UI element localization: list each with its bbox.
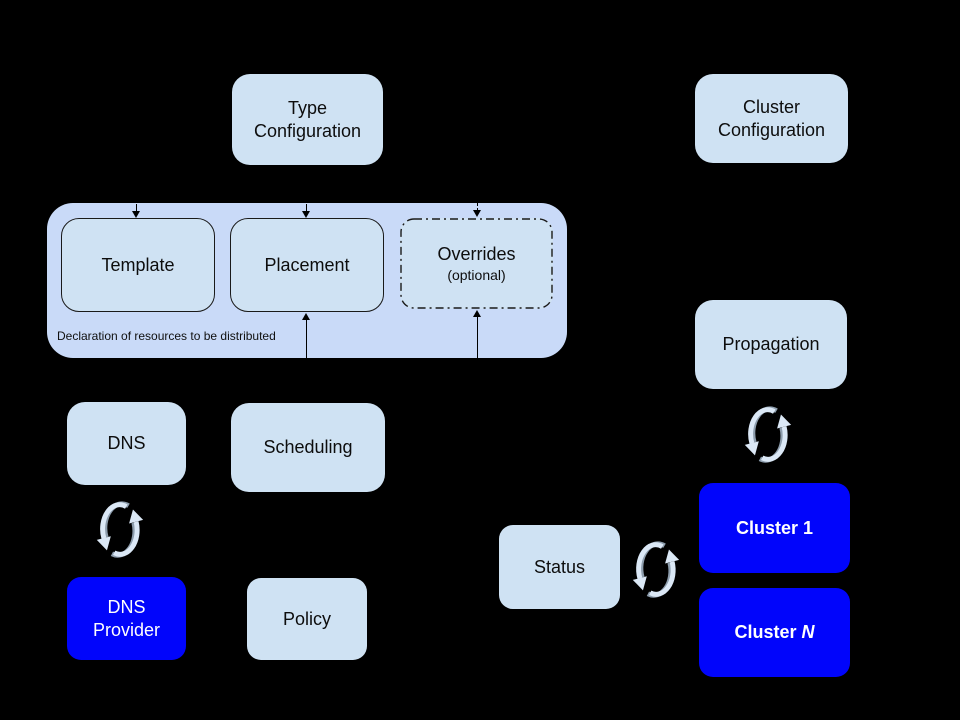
arrowhead-template (132, 211, 140, 218)
arrowhead-placement (302, 211, 310, 218)
node-policy: Policy (247, 578, 367, 660)
node-label: Scheduling (263, 437, 353, 458)
cluster-number: N (801, 622, 815, 643)
node-dns-provider: DNS Provider (67, 577, 186, 660)
group-caption: Declaration of resources to be distribut… (57, 329, 276, 343)
connector-to-overrides-bottom (477, 317, 478, 358)
node-label: Placement (264, 254, 350, 275)
connector-type-to-placement (306, 204, 307, 212)
node-dns: DNS (67, 402, 186, 485)
node-label: Propagation (722, 334, 820, 355)
node-label: Policy (282, 608, 331, 629)
overrides-title: Overrides (437, 243, 516, 264)
overrides-subtitle: (optional) (447, 266, 506, 283)
connector-type-to-template (136, 204, 137, 212)
node-label: DNS Provider (92, 596, 161, 640)
node-propagation: Propagation (695, 300, 847, 389)
arrowhead-overrides (473, 210, 481, 217)
sync-icon-status-cluster (632, 541, 680, 598)
node-overrides: Overrides (optional) (400, 218, 553, 309)
cluster-number: 1 (803, 517, 814, 538)
connector-type-to-overrides (477, 203, 478, 211)
node-status: Status (499, 525, 620, 609)
arrowhead-placement-bottom (302, 313, 310, 320)
node-label: Cluster Configuration (717, 96, 826, 140)
node-label: Overrides (optional) (437, 243, 515, 284)
node-cluster-configuration: Cluster Configuration (695, 74, 848, 163)
node-label: Template (101, 254, 175, 275)
node-label: Type Configuration (253, 97, 362, 141)
node-type-configuration: Type Configuration (232, 74, 383, 165)
cluster-prefix: Cluster (735, 517, 798, 538)
node-label: DNS (107, 433, 146, 454)
node-scheduling: Scheduling (231, 403, 385, 492)
node-template: Template (61, 218, 215, 312)
node-label: Status (533, 556, 586, 577)
node-placement: Placement (230, 218, 384, 312)
cluster-prefix: Cluster (734, 622, 797, 643)
connector-scheduling-to-placement (306, 320, 307, 358)
sync-icon-propagation-cluster (744, 406, 792, 463)
arrowhead-overrides-bottom (473, 310, 481, 317)
sync-icon-dns-provider (96, 501, 144, 558)
